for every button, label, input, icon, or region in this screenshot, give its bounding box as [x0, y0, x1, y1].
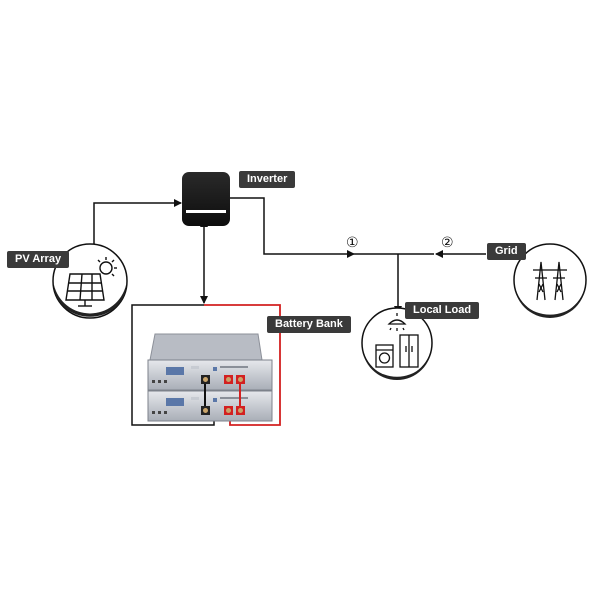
grid-label: Grid	[487, 243, 526, 260]
appliances-icon	[375, 313, 419, 368]
wiring	[93, 197, 486, 426]
pv-array-node	[52, 243, 128, 319]
pv-array-label: PV Array	[7, 251, 70, 268]
flow-marker-2: ②	[441, 235, 454, 251]
solar-panel-icon	[65, 257, 117, 307]
grid-node	[513, 243, 587, 318]
inverter-to-bus-line	[230, 197, 355, 258]
local-load-label: Local Load	[405, 302, 480, 319]
transmission-tower-icon	[533, 261, 567, 301]
inverter-label: Inverter	[239, 171, 296, 188]
flow-marker-1: ①	[346, 235, 359, 251]
battery-bank-label: Battery Bank	[267, 316, 351, 333]
battery-rack-icon	[147, 333, 273, 422]
pv-to-inverter-line	[93, 199, 182, 246]
local-load-node	[361, 307, 433, 380]
inverter-icon	[182, 172, 230, 226]
